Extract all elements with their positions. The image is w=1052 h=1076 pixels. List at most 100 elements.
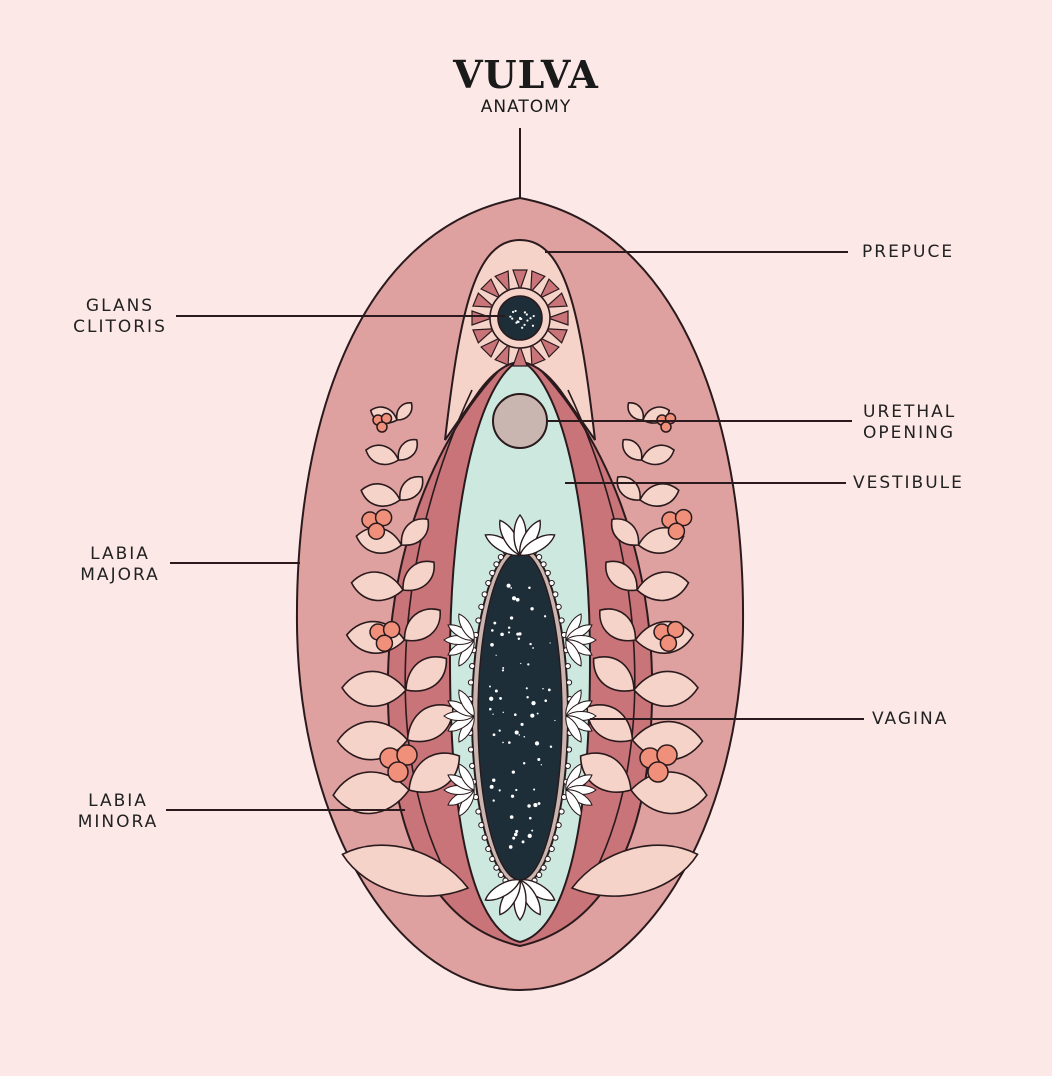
star-dot (515, 597, 520, 602)
white-flower (443, 689, 475, 743)
bead (565, 746, 573, 753)
star-dot (511, 596, 517, 601)
star-dot (527, 804, 531, 808)
star-dot (510, 794, 515, 798)
star-dot (518, 734, 521, 736)
bead (478, 603, 485, 610)
star-dot (513, 832, 518, 837)
star-dot (514, 713, 517, 716)
star-dot (540, 764, 543, 766)
label-urethal-line2: OPENING (863, 423, 955, 443)
star-dot (554, 719, 556, 722)
clit-petal (480, 336, 502, 358)
star-dot (509, 616, 514, 620)
star-dot (509, 815, 514, 819)
left-spray (332, 389, 473, 897)
leaf (405, 656, 448, 692)
vaginal-stars (489, 583, 556, 849)
star-dot (508, 741, 511, 744)
clit-petal (546, 310, 569, 326)
star-dot (492, 778, 496, 782)
clit-petal (530, 342, 546, 366)
right-spray (567, 389, 708, 897)
label-prepuce-line: PREPUCE (862, 242, 955, 262)
star-dot (517, 637, 521, 640)
leaf (350, 571, 405, 602)
star-dot (533, 788, 536, 791)
leaf (355, 527, 403, 554)
diagram-subtitle: ANATOMY (480, 97, 572, 117)
star-dot (494, 689, 498, 693)
star-dot (499, 696, 502, 700)
bead (540, 864, 547, 871)
label-minora-line1: LABIA (88, 791, 148, 811)
star-dot (492, 799, 495, 802)
label-majora-line1: LABIA (90, 544, 150, 564)
bottom-leaf (570, 844, 699, 897)
berry (382, 620, 401, 639)
clit-star (532, 314, 535, 318)
leaf (592, 656, 635, 692)
star-dot (542, 688, 544, 690)
star-dot (502, 711, 504, 714)
label-vestibule: VESTIBULE (853, 473, 964, 494)
berry (674, 508, 693, 527)
star-dot (512, 836, 516, 840)
label-minora-line2: MINORA (77, 812, 159, 832)
star-dot (500, 632, 504, 637)
bead (555, 603, 562, 610)
clit-star (531, 324, 535, 327)
clit-star (520, 317, 523, 320)
clit-petal (544, 292, 568, 308)
bead (475, 617, 482, 624)
petal (565, 715, 582, 743)
berry (659, 634, 678, 652)
bead (497, 871, 504, 879)
star-dot (511, 770, 515, 774)
bead (558, 617, 565, 624)
leaf (397, 438, 419, 461)
clit-star (523, 323, 526, 326)
leaf (399, 475, 424, 501)
leaf (635, 571, 690, 602)
clit-petal (494, 270, 510, 294)
leaf (605, 560, 638, 592)
clit-petal (538, 336, 560, 358)
star-dot (528, 816, 532, 820)
star-dot (547, 688, 551, 692)
bead (564, 762, 571, 770)
bead (540, 561, 547, 568)
leaf (610, 518, 640, 546)
leaf (638, 483, 680, 507)
star-dot (530, 713, 535, 718)
star-dot (544, 699, 548, 703)
clit-petal (480, 278, 502, 300)
bead (536, 553, 543, 561)
label-vagina: VAGINA (872, 709, 948, 730)
clit-star (509, 315, 512, 318)
bead (548, 845, 555, 853)
star-dot (502, 666, 505, 669)
star-dot (493, 621, 497, 625)
leaf (360, 483, 402, 507)
petal (519, 534, 556, 556)
petal (458, 689, 475, 717)
star-dot (543, 615, 547, 618)
bead (481, 834, 488, 841)
clit-petal (512, 269, 528, 292)
star-dot (498, 729, 501, 732)
berry (660, 421, 672, 433)
star-dot (529, 642, 532, 646)
star-dot (490, 642, 494, 647)
label-vestibule-line: VESTIBULE (853, 473, 964, 493)
leaf (640, 444, 675, 466)
star-dot (489, 685, 491, 688)
urethral-opening-shape (492, 393, 548, 449)
leaf (408, 752, 461, 793)
berry (647, 761, 669, 783)
clit-petal (471, 310, 494, 326)
star-dot (508, 845, 513, 849)
star-dot (502, 741, 504, 744)
white-flower (565, 613, 597, 667)
